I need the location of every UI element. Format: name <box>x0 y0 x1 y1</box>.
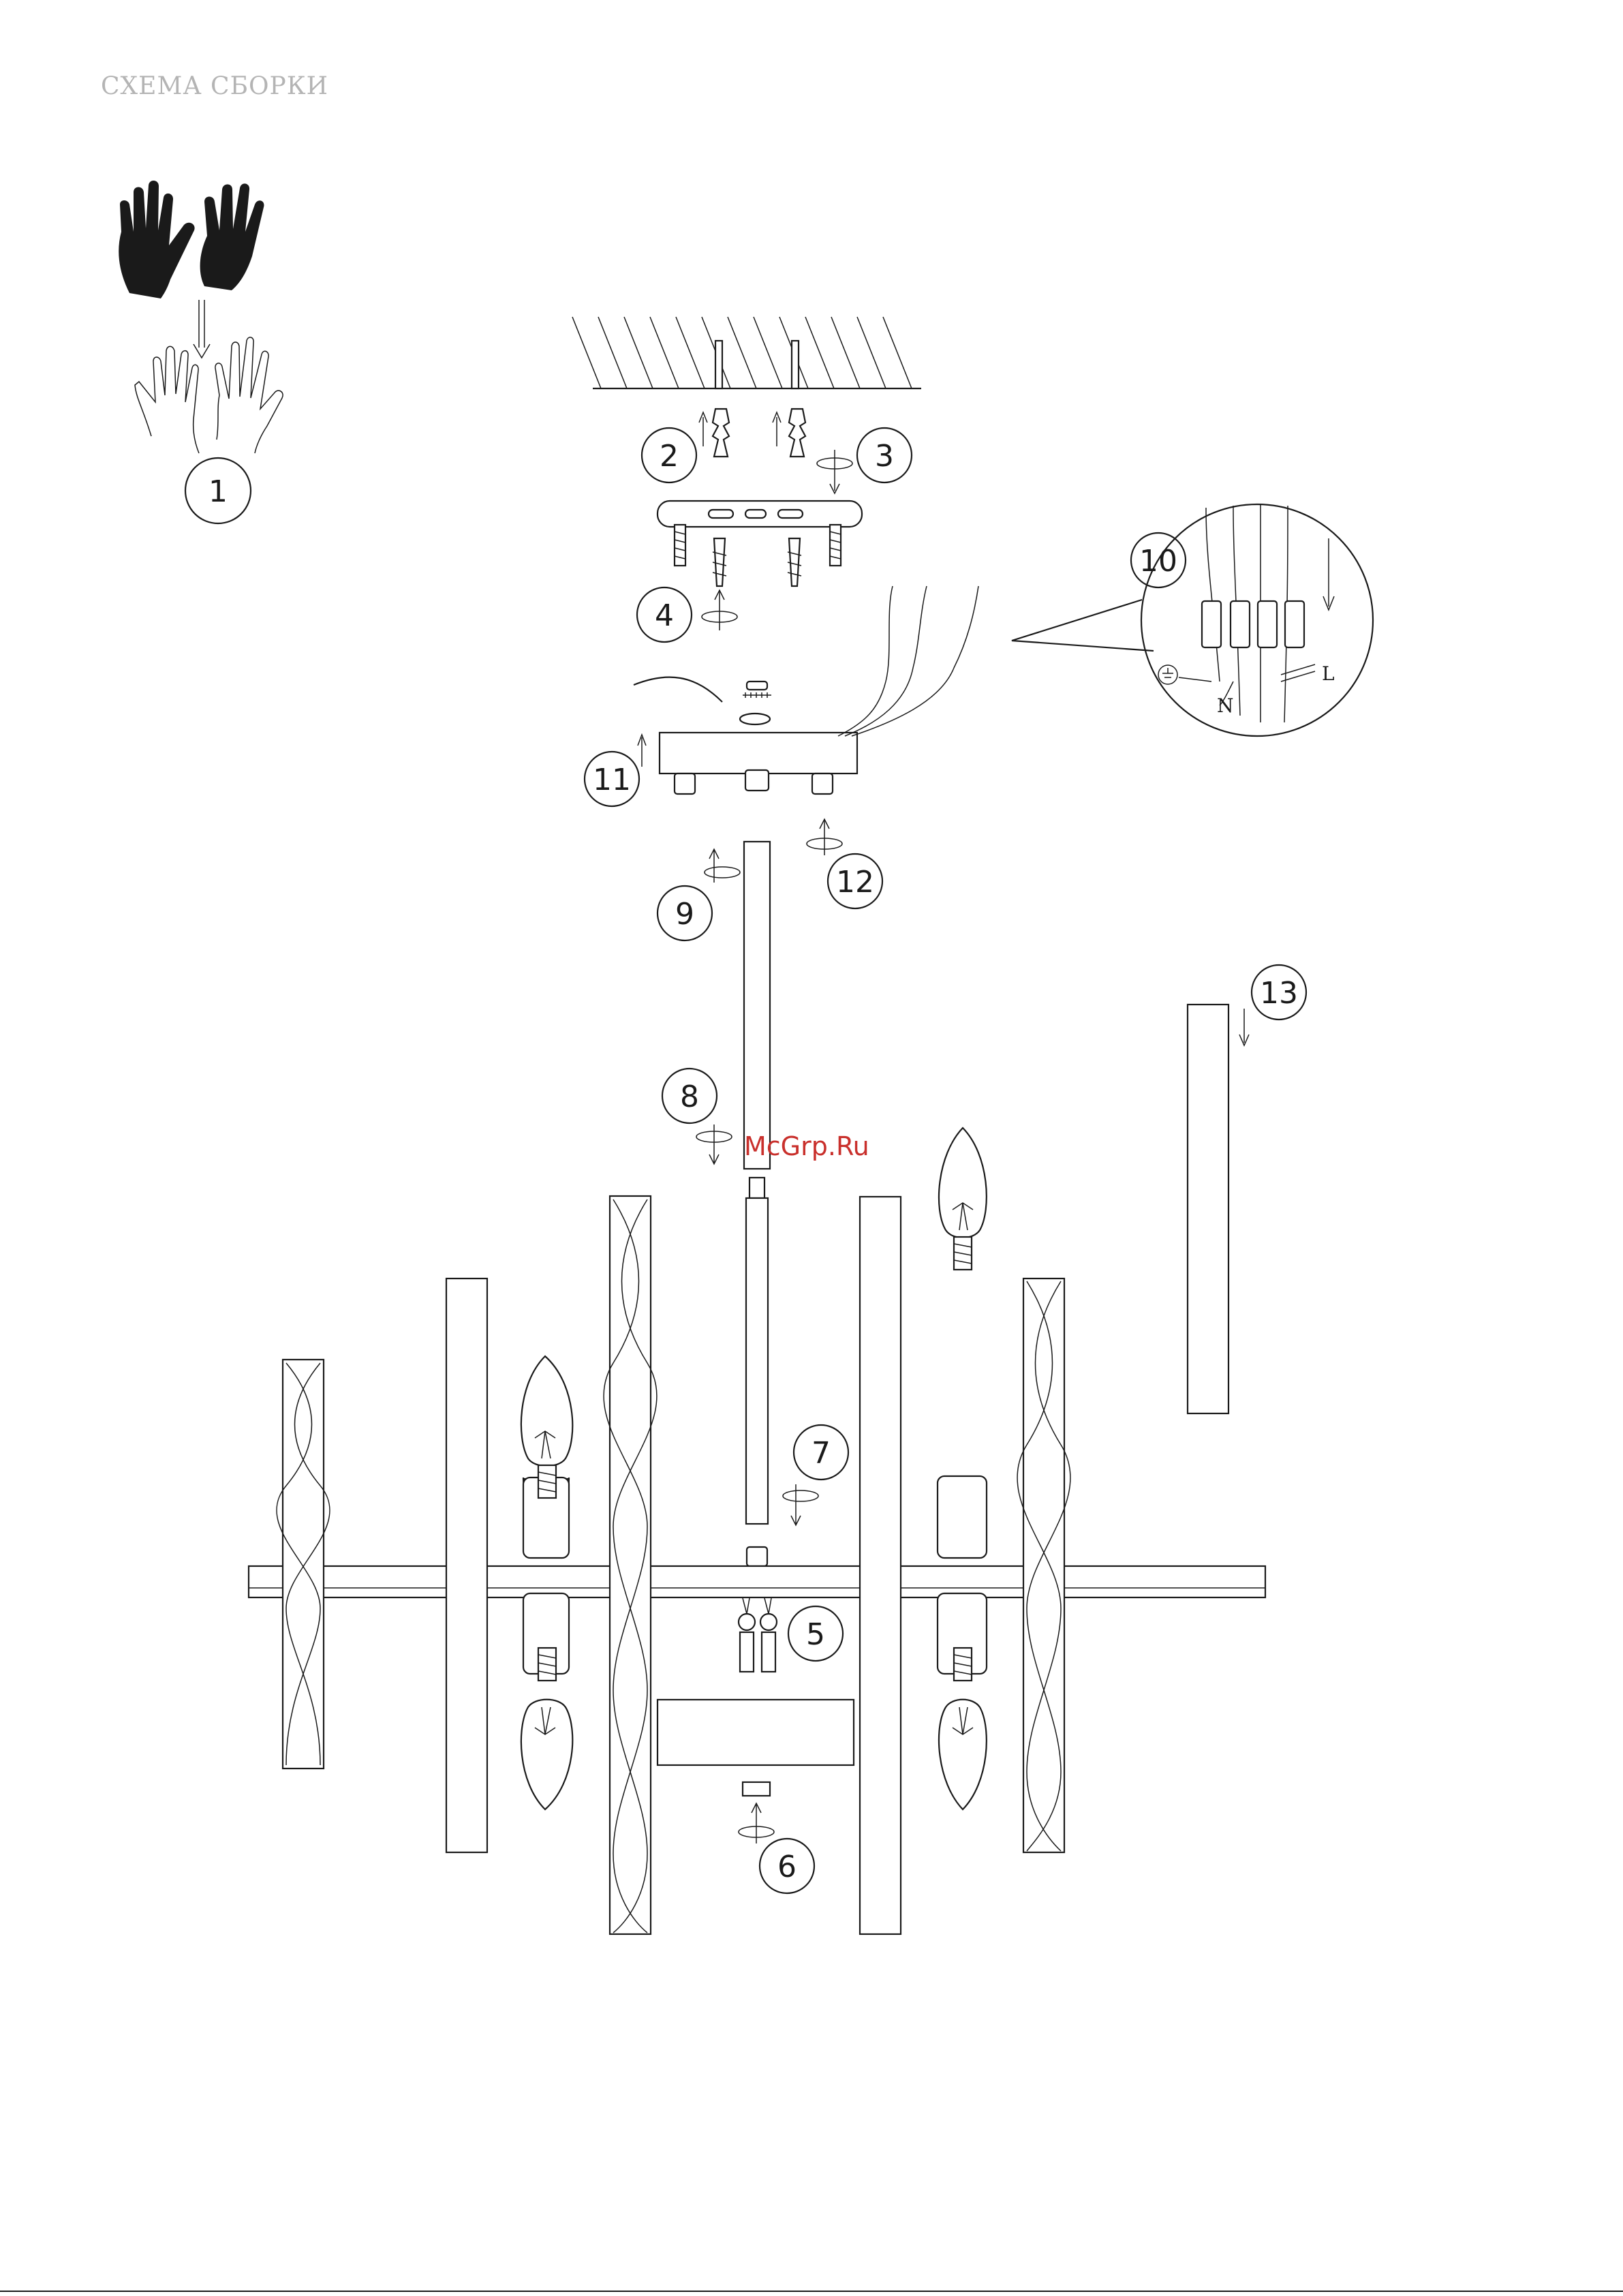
mounting-bracket <box>658 501 862 566</box>
plain-rod-loose <box>1188 1005 1249 1413</box>
wiring-detail: N L <box>1012 504 1373 736</box>
svg-text:4: 4 <box>655 598 674 633</box>
twisted-crystal-rod-2 <box>604 1196 657 1934</box>
svg-text:10: 10 <box>1139 544 1177 579</box>
live-wire-label: L <box>1322 662 1335 685</box>
step-12-marker: 12 <box>828 854 882 908</box>
svg-text:11: 11 <box>593 763 631 797</box>
plain-rod-1 <box>446 1279 487 1852</box>
step-8-marker: 8 <box>662 1069 717 1123</box>
black-gloves-icon <box>119 181 264 304</box>
svg-text:3: 3 <box>875 439 894 474</box>
ceiling <box>572 317 921 388</box>
svg-text:9: 9 <box>675 897 694 932</box>
frame-bar <box>249 1566 1265 1843</box>
svg-text:12: 12 <box>836 865 874 900</box>
svg-text:7: 7 <box>812 1436 831 1471</box>
candle-holder-top-right <box>938 1128 987 1558</box>
step-11-marker: 11 <box>585 752 639 806</box>
svg-text:6: 6 <box>777 1850 797 1884</box>
step-4-marker: 4 <box>637 587 692 642</box>
suspension-rod <box>696 842 818 1566</box>
svg-text:13: 13 <box>1260 976 1298 1011</box>
watermark: McGrp.Ru <box>744 1131 869 1161</box>
step-3-marker: 3 <box>857 428 912 483</box>
bare-hands-icon <box>135 337 283 453</box>
down-arrow-icon <box>194 300 210 358</box>
candle-holder-top-left <box>521 1356 572 1558</box>
step-9-marker: 9 <box>658 886 712 940</box>
svg-text:5: 5 <box>806 1617 825 1652</box>
step-1-marker: 1 <box>185 458 251 523</box>
candle-holder-bottom-right <box>938 1593 987 1809</box>
wall-plugs <box>699 409 852 493</box>
step-6-marker: 6 <box>760 1839 814 1893</box>
candle-holder-bottom-left <box>521 1593 572 1809</box>
twisted-crystal-rod-3 <box>1017 1279 1070 1852</box>
neutral-wire-label: N <box>1217 694 1234 717</box>
svg-text:2: 2 <box>660 439 679 474</box>
svg-text:1: 1 <box>208 474 228 509</box>
svg-text:8: 8 <box>680 1080 699 1114</box>
step-13-marker: 13 <box>1252 965 1306 1020</box>
plain-rod-2 <box>860 1197 901 1934</box>
step-2-marker: 2 <box>642 428 696 483</box>
twisted-crystal-rod-left <box>277 1360 330 1769</box>
step-7-marker: 7 <box>794 1425 848 1480</box>
ground-symbol-icon <box>1158 665 1177 684</box>
step-10-marker: 10 <box>1131 533 1186 587</box>
mounting-screws <box>702 538 801 630</box>
step-5-marker: 5 <box>788 1606 843 1661</box>
canopy <box>634 586 978 855</box>
